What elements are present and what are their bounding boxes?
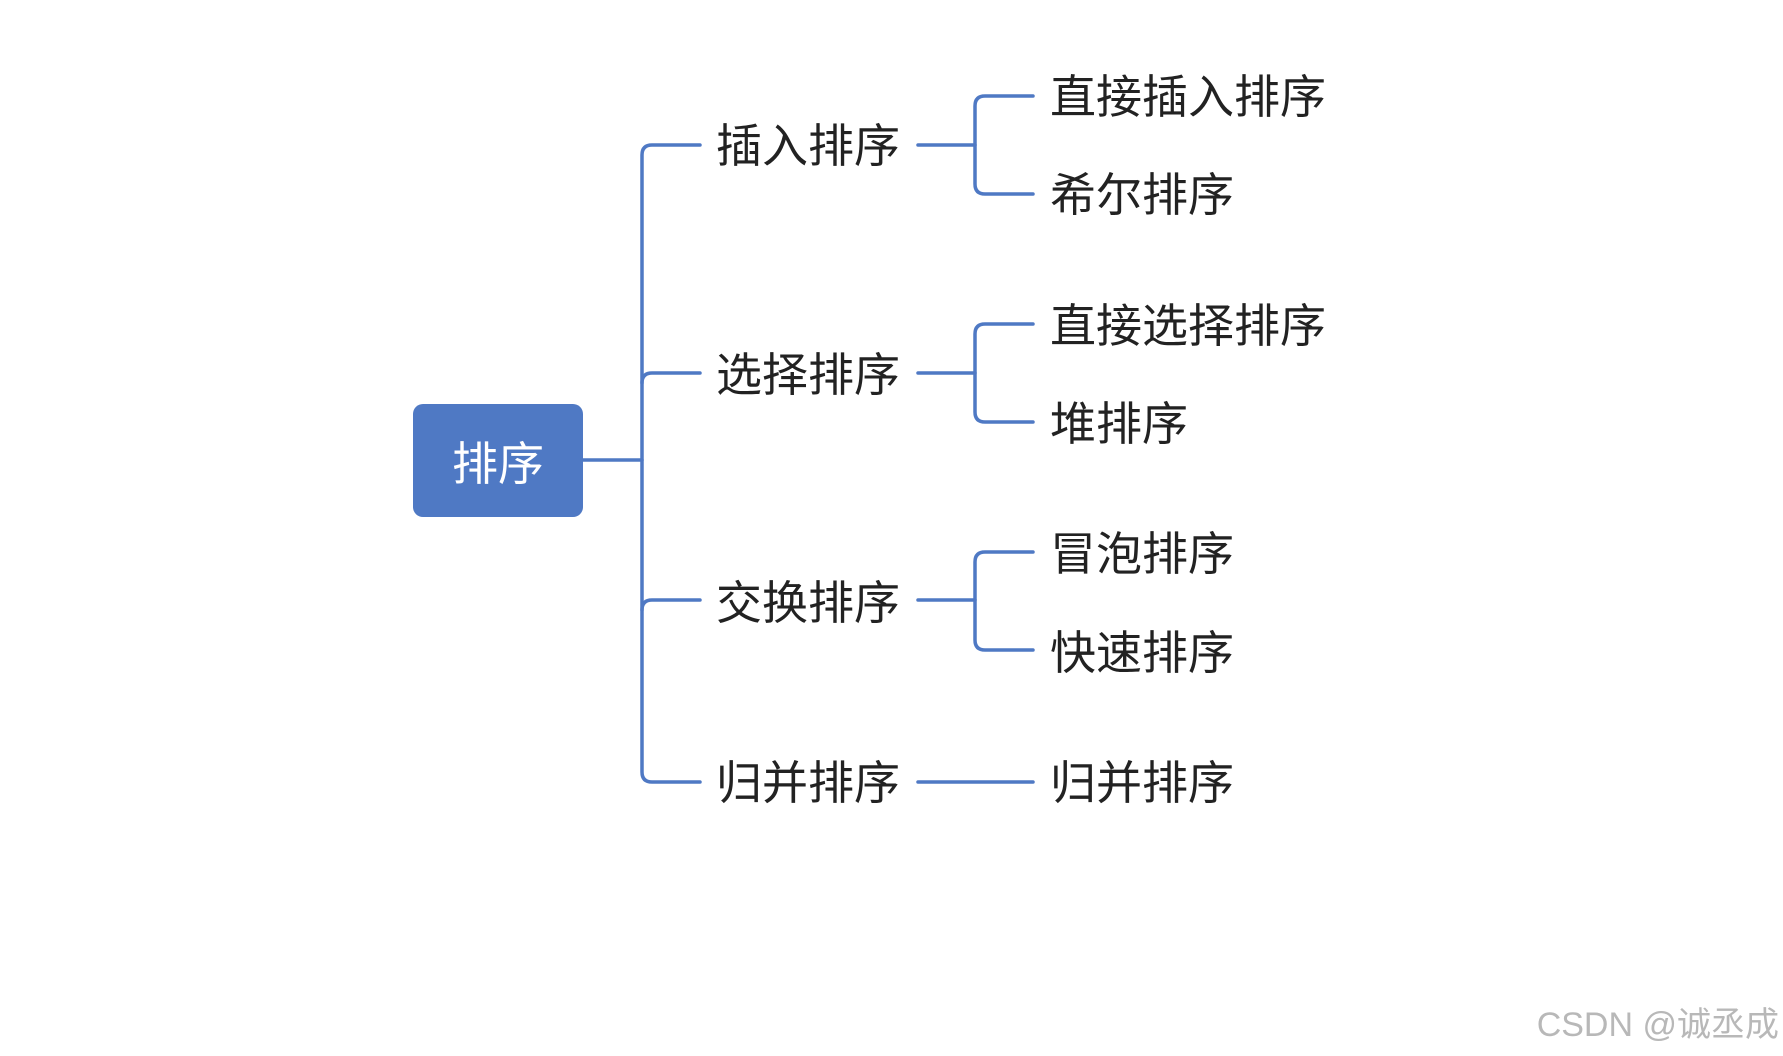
leaf-node-label: 快速排序	[1050, 626, 1234, 680]
leaf-node-label: 直接插入排序	[1050, 70, 1326, 124]
leaf-node-label: 直接选择排序	[1050, 299, 1326, 353]
leaf-node-quick[interactable]: 快速排序	[1050, 618, 1234, 688]
leaf-node-bubble[interactable]: 冒泡排序	[1050, 519, 1234, 589]
branch-node-exchange[interactable]: 交换排序	[716, 568, 900, 638]
leaf-bracket-2	[973, 322, 1035, 424]
root-node[interactable]: 排序	[413, 404, 583, 517]
leaf-node-label: 冒泡排序	[1050, 527, 1234, 581]
branch-node-insertion[interactable]: 插入排序	[716, 111, 900, 181]
branch-node-label: 交换排序	[716, 576, 900, 630]
trunk-connector	[640, 143, 702, 784]
leaf-node-direct-insertion[interactable]: 直接插入排序	[1050, 62, 1326, 132]
leaf-node-direct-selection[interactable]: 直接选择排序	[1050, 291, 1326, 361]
branch-node-merge[interactable]: 归并排序	[716, 748, 900, 818]
leaf-node-shell[interactable]: 希尔排序	[1050, 160, 1234, 230]
leaf-node-label: 堆排序	[1050, 397, 1188, 451]
leaf-bracket-3	[973, 550, 1035, 652]
branch-node-label: 选择排序	[716, 348, 900, 402]
branch-node-label: 归并排序	[716, 756, 900, 810]
watermark: CSDN @诚丞成	[1536, 1006, 1779, 1044]
branch-node-selection[interactable]: 选择排序	[716, 340, 900, 410]
leaf-node-label: 归并排序	[1050, 756, 1234, 810]
branch-node-label: 插入排序	[716, 119, 900, 173]
leaf-node-heap[interactable]: 堆排序	[1050, 389, 1188, 459]
branch-connector-2	[640, 371, 702, 385]
branch-connector-3	[640, 598, 702, 612]
leaf-node-merge[interactable]: 归并排序	[1050, 748, 1234, 818]
root-node-label: 排序	[452, 436, 544, 491]
leaf-bracket-1	[973, 94, 1035, 196]
leaf-node-label: 希尔排序	[1050, 168, 1234, 222]
